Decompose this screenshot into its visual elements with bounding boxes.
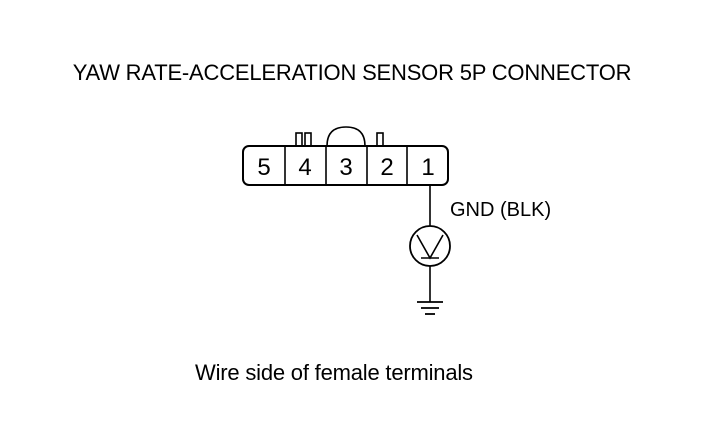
voltmeter-icon <box>409 225 451 267</box>
pin-label-5: 5 <box>257 154 270 181</box>
connector-top-tabs <box>295 126 384 147</box>
pin-label-2: 2 <box>380 154 393 181</box>
ground-icon <box>417 301 443 315</box>
cavity-dividers <box>284 146 408 185</box>
caption: Wire side of female terminals <box>195 360 473 385</box>
latch-arch <box>326 126 366 147</box>
locking-tab-right <box>376 132 384 147</box>
locking-tab-left-a <box>295 132 303 147</box>
pin-label-4: 4 <box>298 154 311 181</box>
pin-label-3: 3 <box>339 154 352 181</box>
locking-tab-left-b <box>304 132 312 147</box>
pin-labels: 5 4 3 2 1 <box>257 154 434 181</box>
pin-label-1: 1 <box>421 154 434 181</box>
gnd-wire-label: GND (BLK) <box>450 199 551 221</box>
connector-body <box>242 145 449 186</box>
diagram-title: YAW RATE-ACCELERATION SENSOR 5P CONNECTO… <box>72 60 632 85</box>
